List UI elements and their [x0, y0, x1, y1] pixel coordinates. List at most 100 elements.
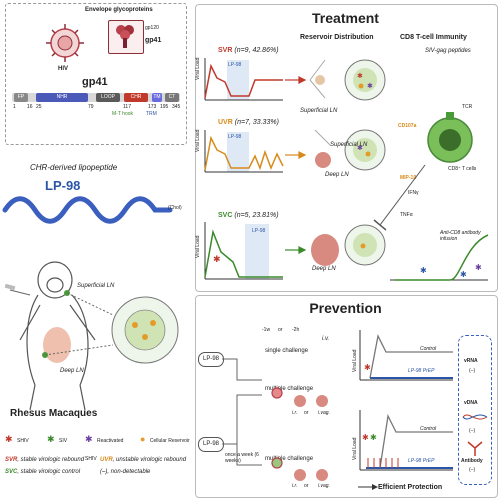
- results-box: [458, 335, 492, 485]
- once-week-label: once a week (6 weeks): [225, 452, 259, 464]
- uvr-superficial-ln: Superficial LN: [330, 142, 368, 148]
- domain-fp: FP: [14, 93, 28, 102]
- timing-minus2h: -2h: [292, 327, 300, 333]
- legend-siv: ✱ SIV: [47, 434, 68, 444]
- legend-uvr: UVR, unstable virologic rebound: [100, 457, 187, 463]
- treatment-arrows: [285, 76, 307, 254]
- gp120-label: gp120: [145, 25, 159, 31]
- multiple-challenge-1: multiple challenge: [265, 386, 314, 392]
- legend-reactivated: ✱ Reactivated SHIV: [85, 434, 124, 462]
- cd8-inhibition-arrow: [373, 164, 426, 231]
- svc-rebound-plot: ✱✱ ✱: [390, 234, 489, 281]
- legend: ✱ SHIV ✱ SIV ✱ Reactivated SHIV ● Cellul…: [5, 427, 190, 497]
- envelope-trimer-icon: [116, 25, 134, 48]
- reservoir-svr-icon: ✱✱: [309, 59, 386, 101]
- svg-text:✱: ✱: [420, 266, 427, 275]
- svc-viral-load: Viral Load: [195, 235, 201, 258]
- vdna-label: vDNA: [464, 400, 478, 406]
- gp41-title: gp41: [82, 76, 108, 88]
- or-2: or: [304, 483, 309, 489]
- envelope-title: Envelope glycoproteins: [85, 7, 153, 13]
- or-1: or: [304, 410, 309, 416]
- col-reservoir: Reservoir Distribution: [300, 34, 374, 41]
- timing-or: or: [278, 327, 283, 333]
- svr-plot: [204, 58, 283, 101]
- pos-345: 345: [172, 104, 181, 110]
- mt-hook-label: M-T hook: [112, 111, 134, 117]
- svr-viral-load: Viral Load: [195, 57, 201, 80]
- pos-173: 173: [148, 104, 157, 110]
- trm-label: TRM: [146, 111, 157, 117]
- hiv-label: HIV: [58, 66, 69, 72]
- pos-117: 117: [123, 104, 131, 110]
- prev-viral-load-1: Viral Load: [352, 349, 358, 372]
- pos-16: 16: [27, 104, 33, 110]
- pos-1: 1: [13, 104, 16, 110]
- gp41-box: [5, 3, 187, 145]
- ivag-1: i.vag.: [318, 410, 330, 416]
- svc-plot: ✱: [204, 222, 283, 280]
- uvr-label: UVR (n=7, 33.33%): [218, 119, 279, 126]
- deep-ln-label: Deep LN: [60, 368, 84, 374]
- uvr-lp98: LP-98: [228, 134, 242, 140]
- cd107a-label: CD107a: [398, 123, 417, 129]
- pos-25: 25: [36, 104, 42, 110]
- prevention-flow-lines: [222, 358, 328, 481]
- tcr-label: TCR: [462, 104, 473, 110]
- svg-text:✱: ✱: [364, 363, 371, 372]
- svg-text:✱: ✱: [213, 254, 221, 264]
- treatment-panel: [195, 4, 498, 292]
- siv-gag-label: SIV-gag peptides: [425, 48, 471, 54]
- dna-helix-icon: [462, 414, 488, 420]
- svc-deep-ln: Deep LN: [312, 266, 336, 272]
- svc-lp98: LP-98: [252, 228, 266, 234]
- svg-text:✱: ✱: [357, 72, 363, 80]
- lp98-helix-icon: [2, 196, 173, 224]
- chol-label: (Chol): [168, 205, 182, 211]
- prevention-plot-1: ✱: [359, 330, 453, 381]
- treatment-title: Treatment: [312, 10, 379, 26]
- pos-79: 79: [88, 104, 94, 110]
- prevention-title: Prevention: [309, 300, 382, 316]
- domain-ct: CT: [165, 93, 179, 102]
- prevention-panel: [195, 295, 498, 498]
- legend-svc: SVC, stable virologic control: [5, 469, 81, 475]
- domain-nhr: NHR: [36, 93, 88, 102]
- legend-svr: SVR, stable virologic rebound: [5, 457, 85, 463]
- ivag-2: i.vag.: [318, 483, 330, 489]
- gp41-label: gp41: [145, 37, 162, 44]
- hiv-virion-icon: [46, 24, 84, 62]
- single-challenge-label: single challenge: [265, 348, 309, 354]
- svr-superficial-ln: Superficial LN: [300, 108, 338, 114]
- lp98-single-circle: LP-98: [198, 352, 224, 367]
- control-label-1: Control: [420, 346, 437, 352]
- prev-viral-load-2: Viral Load: [352, 437, 358, 460]
- svr-label: SVR (n=9, 42.86%): [218, 47, 279, 54]
- svg-text:✱: ✱: [475, 263, 482, 272]
- svg-text:✱: ✱: [357, 144, 363, 152]
- vrna-nd: (–): [469, 368, 476, 374]
- antibody-label: Antibody: [461, 458, 483, 464]
- ifng-label: IFNγ: [408, 190, 419, 196]
- tnfa-label: TNFα: [400, 212, 413, 218]
- iv-label: i.v.: [322, 336, 330, 342]
- efficient-protection-label: Efficient Protection: [378, 484, 443, 491]
- anti-cd8-label: Anti-CD8 antibody infusion: [440, 230, 481, 242]
- antibody-nd: (–): [469, 467, 476, 473]
- prevention-plot-2: ✱✱: [359, 410, 453, 471]
- lp98-multi-circle: LP-98: [198, 437, 224, 452]
- ir-1: i.r.: [292, 410, 298, 416]
- domain-chr: CHR: [124, 93, 148, 102]
- lipopeptide-label: CHR-derived lipopeptide: [30, 163, 118, 172]
- legend-shiv: ✱ SHIV: [5, 434, 29, 444]
- vdna-nd: (–): [469, 428, 476, 434]
- antibody-icon: [467, 441, 483, 456]
- prep-label-2: LP-98 PrEP: [408, 458, 435, 464]
- svg-text:✱: ✱: [362, 433, 369, 442]
- timing-minus1w: -1w: [262, 327, 271, 333]
- prep-label-1: LP-98 PrEP: [408, 368, 435, 374]
- svc-label: SVC (n=5, 23.81%): [218, 212, 279, 219]
- ir-2: i.r.: [292, 483, 298, 489]
- gp41-domain-bar: FP NHR LOOP CHR TM CT: [12, 93, 180, 102]
- reservoir-svc-icon: [311, 224, 386, 266]
